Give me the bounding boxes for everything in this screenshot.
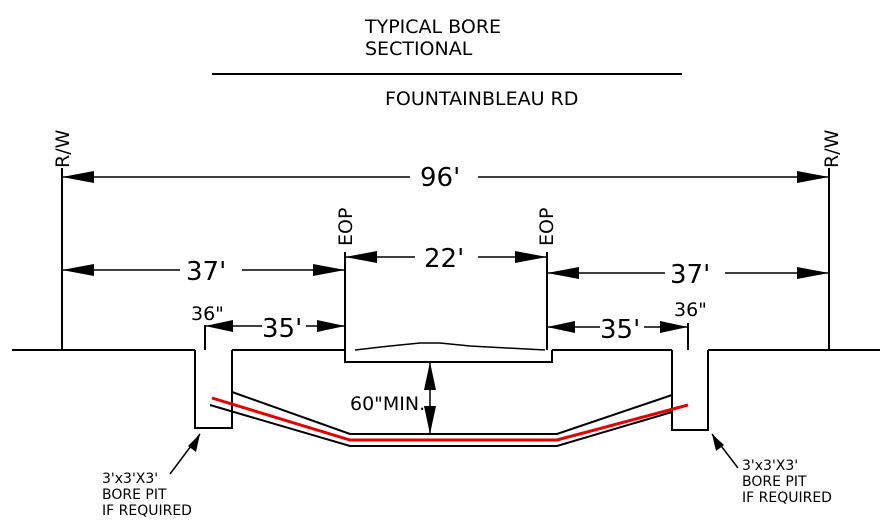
- dimension-right-eop-rw: 37': [547, 260, 829, 290]
- rw-label-left: R/W: [52, 129, 74, 168]
- note-left-line-3: IF REQUIRED: [102, 503, 192, 519]
- note-right-line-1: 3'x3'X3': [742, 458, 798, 474]
- title-line-2: SECTIONAL: [365, 38, 473, 60]
- dimension-left-pit-eop-label: 35': [262, 314, 302, 344]
- dimension-right-eop-pit-label: 35': [600, 315, 640, 345]
- bore-pit-right: [671, 350, 709, 431]
- dimension-left-rw-eop-label: 37': [186, 257, 226, 287]
- dimension-left-rw-eop: 37': [62, 257, 345, 287]
- note-left-pit: 3'x3'X3' BORE PIT IF REQUIRED: [102, 471, 192, 519]
- pit-size-label-right: 36": [674, 299, 707, 321]
- dimension-pavement-width: 22': [345, 244, 547, 274]
- note-left-line-2: BORE PIT: [102, 487, 167, 503]
- eop-label-left: EOP: [335, 208, 357, 246]
- note-right-line-3: IF REQUIRED: [742, 490, 832, 506]
- dimension-depth-min-label: 60"MIN.: [350, 393, 425, 415]
- dimension-left-pit-eop: 35': [205, 314, 345, 344]
- dimension-total-width-label: 96': [420, 163, 460, 193]
- leader-left-pit: [169, 433, 201, 475]
- dimension-right-eop-pit: 35': [547, 315, 688, 345]
- dimension-total-width: 96': [62, 163, 829, 193]
- road-name: FOUNTAINBLEAU RD: [385, 88, 578, 110]
- rw-label-right: R/W: [821, 129, 843, 168]
- note-left-line-1: 3'x3'X3': [102, 471, 158, 487]
- bore-pit-left: [194, 350, 233, 429]
- bore-casing-upper: [231, 391, 673, 435]
- bore-casing-lower: [209, 404, 673, 447]
- pit-size-label-left: 36": [191, 303, 224, 325]
- title-line-1: TYPICAL BORE: [364, 16, 501, 38]
- note-right-pit: 3'x3'X3' BORE PIT IF REQUIRED: [742, 458, 832, 506]
- dimension-depth-min: 60"MIN.: [350, 362, 436, 434]
- bore-path: [211, 396, 689, 442]
- note-right-line-2: BORE PIT: [742, 474, 807, 490]
- dimension-pavement-width-label: 22': [424, 244, 464, 274]
- pavement-section: [344, 342, 553, 363]
- dimension-right-eop-rw-label: 37': [670, 260, 710, 290]
- leader-right-pit: [711, 433, 739, 469]
- eop-label-right: EOP: [536, 208, 558, 246]
